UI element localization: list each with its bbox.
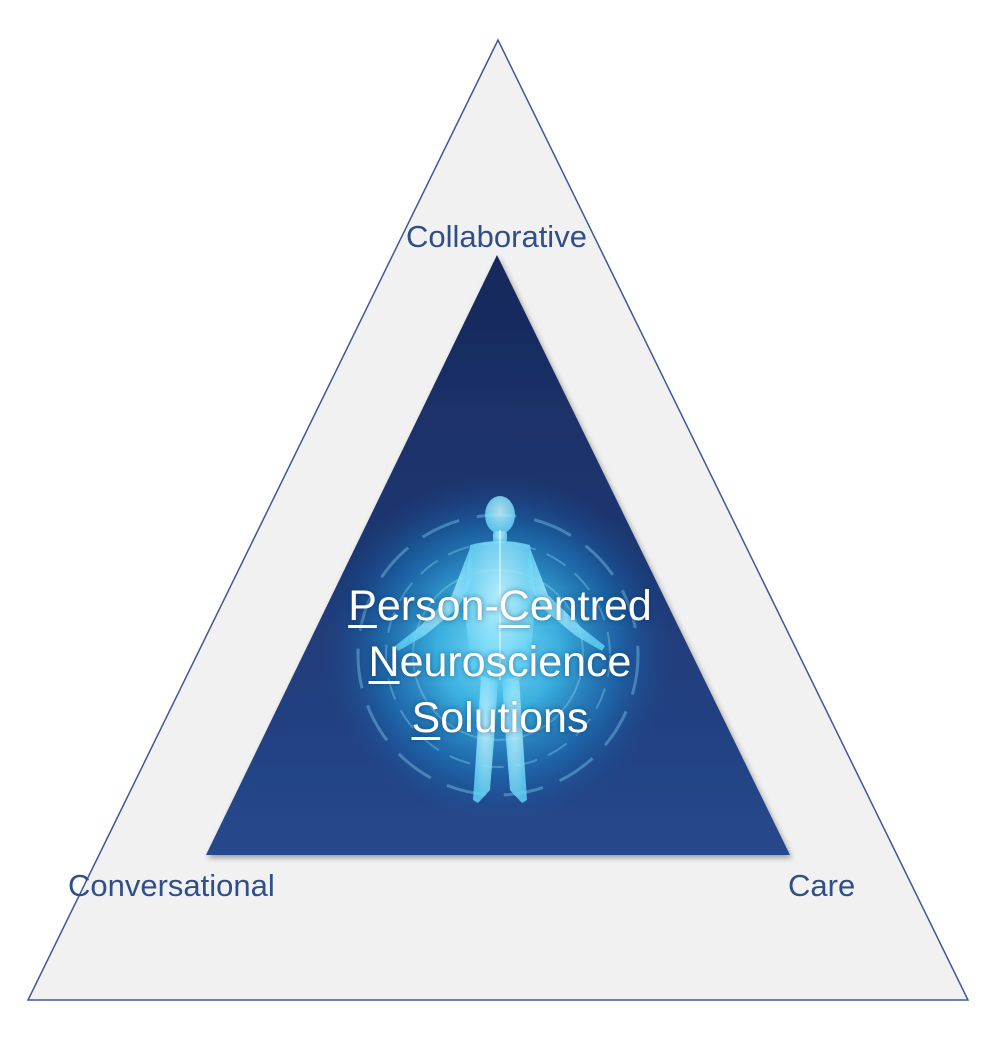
title-initial: S bbox=[411, 694, 441, 742]
human-figure-image bbox=[323, 475, 673, 825]
title-rest: erson- bbox=[376, 582, 499, 630]
title-rest: olutions bbox=[440, 694, 589, 742]
center-title: Person-Centred Neuroscience Solutions bbox=[300, 578, 700, 746]
vertex-label-collaborative: Collaborative bbox=[406, 219, 587, 254]
vertex-label-care: Care bbox=[788, 868, 856, 903]
title-line-1: Person-Centred bbox=[300, 578, 700, 634]
title-line-3: Solutions bbox=[300, 690, 700, 746]
title-initial: C bbox=[498, 582, 530, 630]
title-initial: N bbox=[368, 638, 400, 686]
title-initial: P bbox=[348, 582, 377, 630]
title-line-2: Neuroscience bbox=[300, 634, 700, 690]
title-rest: entred bbox=[529, 582, 652, 630]
vertex-label-conversational: Conversational bbox=[68, 868, 275, 903]
title-rest: euroscience bbox=[399, 638, 632, 686]
